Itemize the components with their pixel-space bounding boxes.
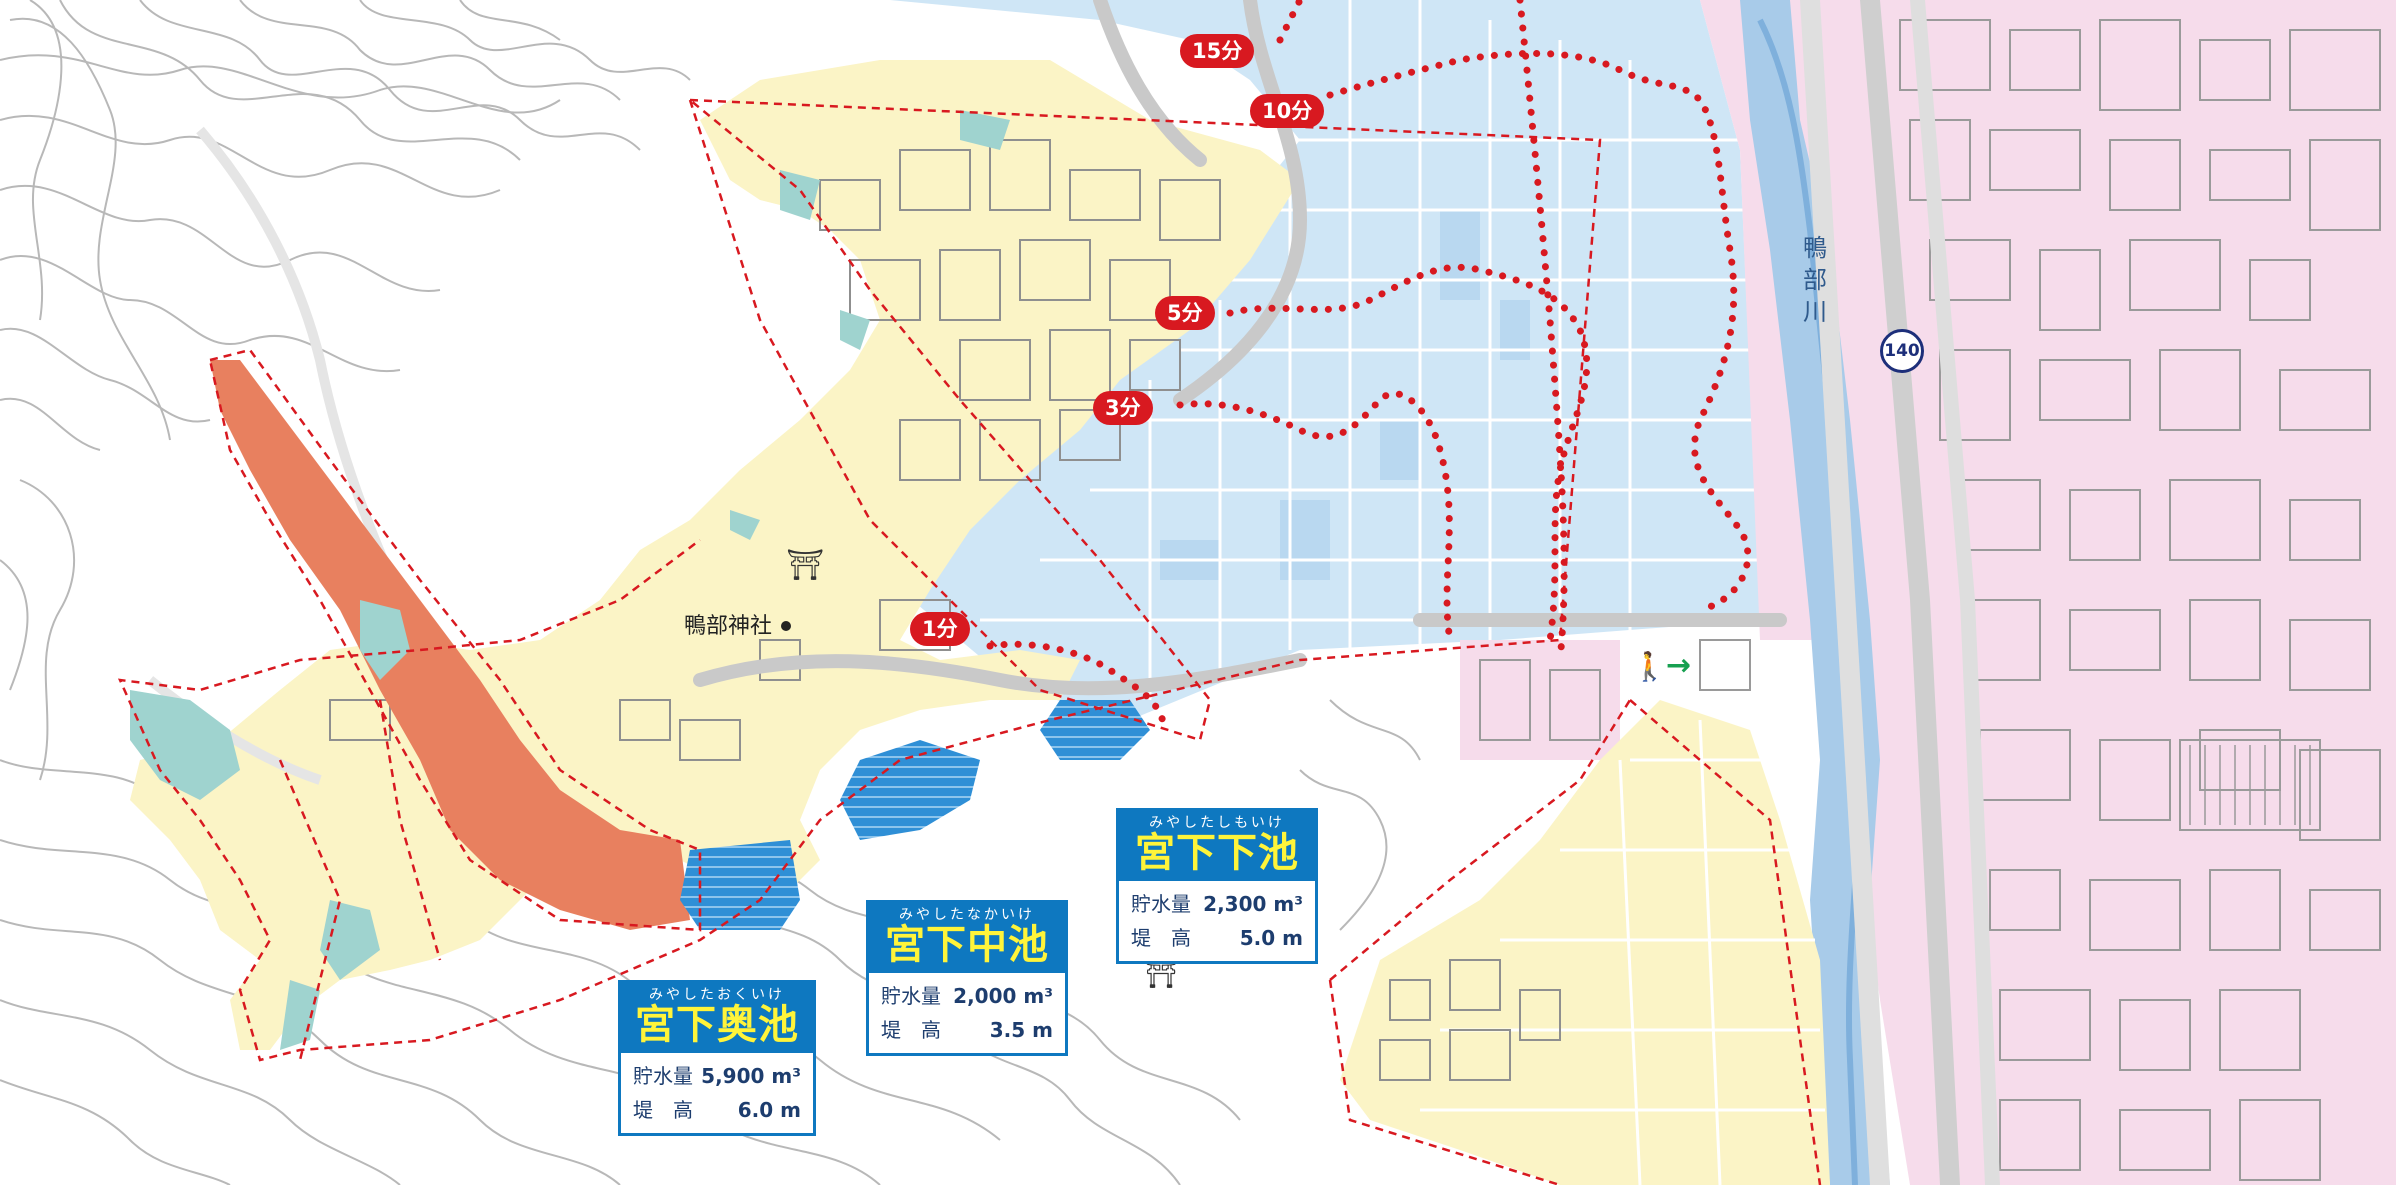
storage-value: 5,900 m³ [701, 1064, 801, 1088]
pond-name: 宮下奥池 [635, 1002, 799, 1048]
evacuation-arrow-icon: → [1666, 648, 1692, 683]
pond-ruby: みやしたしもいけ [1149, 815, 1285, 831]
roads [693, 0, 1787, 696]
pond-name: 宮下下池 [1135, 830, 1299, 876]
paddy-dark-cells [1160, 210, 1530, 580]
time-badge-1min: 1分 [910, 612, 970, 646]
yellow-field-grid [1420, 719, 1825, 1185]
time-badge-3min: 3分 [1093, 391, 1153, 425]
building-outlines [1479, 19, 2381, 1181]
river-name-label: 鴨 部 川 [1803, 234, 1827, 326]
pond-name: 宮下中池 [885, 922, 1049, 968]
height-value: 5.0 m [1239, 926, 1303, 950]
pond-ruby: みやしたなかいけ [899, 907, 1035, 923]
torii-icon: ⛩ [786, 548, 825, 583]
height-value: 3.5 m [989, 1018, 1053, 1042]
arrival-time-lines [986, 0, 1752, 734]
height-value: 6.0 m [737, 1098, 801, 1122]
route-140-badge: 140 [1880, 329, 1924, 373]
height-label: 堤 高 [881, 1018, 941, 1042]
zone-outlines [117, 96, 1822, 1185]
hatch [2189, 745, 2311, 825]
storage-label: 貯水量 [881, 984, 941, 1008]
storage-value: 2,300 m³ [1203, 892, 1303, 916]
pond-card-miyashita-shimo: みやしたしもいけ 宮下下池 貯水量 2,300 m³ 堤 高 5.0 m [1116, 808, 1318, 964]
storage-label: 貯水量 [633, 1064, 693, 1088]
time-badge-10min: 10分 [1250, 94, 1325, 128]
pond-card-miyashita-oku: みやしたおくいけ 宮下奥池 貯水量 5,900 m³ 堤 高 6.0 m [618, 980, 816, 1136]
time-badge-15min: 15分 [1180, 34, 1255, 68]
evacuation-walk-icon: 🚶 [1632, 650, 1667, 683]
shrine-name-label: 鴨部神社 [684, 614, 773, 639]
time-badge-5min: 5分 [1155, 296, 1215, 330]
height-label: 堤 高 [633, 1098, 693, 1122]
storage-value: 2,000 m³ [953, 984, 1053, 1008]
storage-label: 貯水量 [1131, 892, 1191, 916]
pond-ruby: みやしたおくいけ [649, 987, 785, 1003]
height-label: 堤 高 [1131, 926, 1191, 950]
pond-card-miyashita-naka: みやしたなかいけ 宮下中池 貯水量 2,000 m³ 堤 高 3.5 m [866, 900, 1068, 1056]
